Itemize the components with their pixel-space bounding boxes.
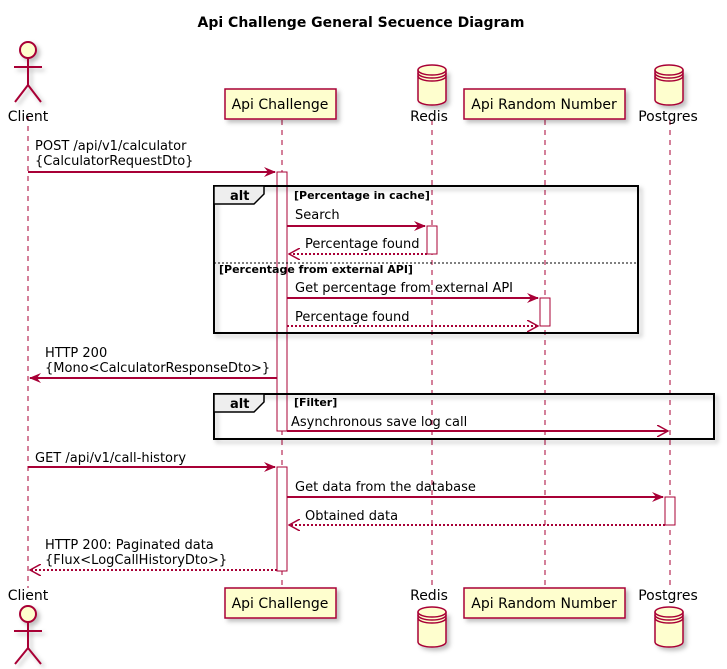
database-postgres-bottom: Postgres — [638, 588, 698, 648]
message-obtained-data: Obtained data — [289, 509, 665, 525]
participant-api-random-number-bottom: Api Random Number — [463, 587, 626, 619]
message-http-200-paginated: HTTP 200: Paginated data {Flux<LogCallHi… — [30, 538, 277, 570]
alt-frame-2: alt [Filter] — [213, 393, 715, 440]
message-async-save-log-label: Asynchronous save log call — [291, 415, 467, 430]
alt-1-condition-external: [Percentage from external API] — [219, 263, 413, 276]
database-redis-bottom-label: Redis — [410, 588, 448, 604]
message-search: Search — [287, 208, 426, 231]
actor-client-top: Client — [8, 41, 49, 125]
participant-api-random-number-bottom-label: Api Random Number — [471, 596, 617, 612]
alt-2-condition-filter: [Filter] — [294, 396, 337, 409]
message-search-label: Search — [295, 208, 340, 223]
message-percentage-found-external: Percentage found — [287, 310, 538, 326]
participant-api-challenge-bottom: Api Challenge — [224, 587, 337, 619]
database-postgres-label: Postgres — [638, 109, 698, 125]
database-redis-label: Redis — [410, 109, 448, 125]
participant-api-challenge-top: Api Challenge — [224, 88, 337, 120]
message-get-call-history-label: GET /api/v1/call-history — [35, 451, 186, 466]
message-http-200-paginated-line2: {Flux<LogCallHistoryDto>} — [45, 553, 227, 568]
activation-api-random-number — [539, 297, 551, 327]
message-get-data-database: Get data from the database — [287, 480, 664, 502]
actor-client-bottom: Client — [8, 588, 49, 665]
message-post-calculator-line2: {CalculatorRequestDto} — [35, 154, 193, 169]
activation-api-challenge-2 — [276, 466, 288, 572]
participant-api-challenge-label: Api Challenge — [232, 97, 329, 113]
participant-api-random-number-label: Api Random Number — [471, 97, 617, 113]
message-get-percentage-external-label: Get percentage from external API — [295, 281, 513, 296]
diagram-title: Api Challenge General Secuence Diagram — [198, 15, 525, 31]
database-postgres-bottom-label: Postgres — [638, 588, 698, 604]
activation-postgres — [664, 496, 676, 526]
message-http-200-response: HTTP 200 {Mono<CalculatorResponseDto>} — [29, 346, 277, 383]
participant-api-random-number-top: Api Random Number — [463, 88, 626, 120]
message-http-200-paginated-line1: HTTP 200: Paginated data — [45, 538, 214, 553]
database-postgres-top: Postgres — [638, 64, 698, 125]
alt-1-keyword: alt — [230, 189, 249, 204]
activation-redis — [426, 225, 438, 255]
message-get-percentage-external: Get percentage from external API — [287, 281, 539, 303]
message-post-calculator-line1: POST /api/v1/calculator — [35, 139, 187, 154]
actor-client-bottom-label: Client — [8, 588, 49, 604]
database-redis-top: Redis — [410, 64, 448, 125]
activation-api-challenge-1 — [276, 171, 288, 432]
message-percentage-found-external-label: Percentage found — [295, 310, 410, 325]
message-percentage-found-redis: Percentage found — [289, 237, 427, 254]
message-post-calculator: POST /api/v1/calculator {CalculatorReque… — [28, 139, 276, 177]
message-obtained-data-label: Obtained data — [305, 509, 398, 524]
message-http-200-response-line2: {Mono<CalculatorResponseDto>} — [45, 361, 270, 376]
participant-api-challenge-bottom-label: Api Challenge — [232, 596, 329, 612]
message-http-200-response-line1: HTTP 200 — [45, 346, 107, 361]
alt-frame-1: alt [Percentage in cache] [Percentage fr… — [213, 185, 639, 334]
message-percentage-found-redis-label: Percentage found — [305, 237, 420, 252]
message-get-call-history: GET /api/v1/call-history — [28, 451, 276, 472]
message-async-save-log: Asynchronous save log call — [287, 415, 668, 431]
actor-client-label: Client — [8, 109, 49, 125]
activations — [276, 171, 676, 572]
database-redis-bottom: Redis — [410, 588, 448, 648]
alt-2-keyword: alt — [230, 397, 249, 412]
alt-1-condition-cache: [Percentage in cache] — [294, 189, 430, 202]
message-get-data-database-label: Get data from the database — [295, 480, 476, 495]
